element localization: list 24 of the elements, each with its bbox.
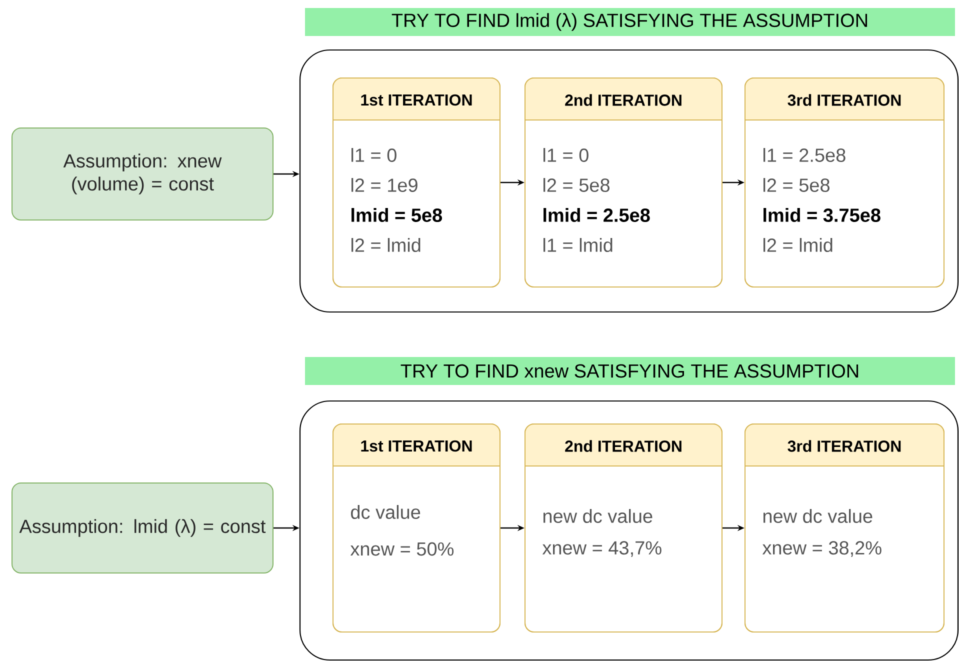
card-line: xnew = 43,7% bbox=[542, 541, 662, 557]
card-line: l1 = 0 bbox=[544, 148, 588, 162]
card-line: lmid = 5e8 bbox=[352, 208, 442, 222]
assumption-box: Assumption: xnew (volume) = const bbox=[12, 128, 274, 220]
card-line: l2 = 1e9 bbox=[352, 178, 418, 192]
title-band: TRY TO FIND xnew SATISFYING THE ASSUMPTION bbox=[305, 357, 955, 385]
group-frame bbox=[299, 49, 959, 313]
card-line: lmid = 2.5e8 bbox=[544, 208, 650, 222]
card-line: l2 = 5e8 bbox=[544, 178, 610, 192]
card-line: l2 = lmid bbox=[352, 238, 420, 252]
assumption-box: Assumption: lmid (λ) = const bbox=[12, 482, 274, 574]
group-frame bbox=[299, 400, 959, 661]
card-line: l1 = 2.5e8 bbox=[764, 148, 846, 162]
card-line: l2 = lmid bbox=[764, 238, 832, 252]
card-line: lmid = 3.75e8 bbox=[764, 208, 880, 222]
card-line: dc value bbox=[351, 505, 420, 519]
card-line: new dc value bbox=[763, 509, 872, 523]
card-line: l2 = 5e8 bbox=[764, 178, 830, 192]
card-line: l1 = lmid bbox=[544, 238, 612, 252]
card-line: new dc value bbox=[543, 509, 652, 523]
card-line: l1 = 0 bbox=[352, 148, 396, 162]
card-line: xnew = 38,2% bbox=[762, 541, 882, 557]
card-line: xnew = 50% bbox=[350, 542, 454, 556]
title-band: TRY TO FIND lmid (λ) SATISFYING THE ASSUMPTION bbox=[305, 8, 955, 36]
